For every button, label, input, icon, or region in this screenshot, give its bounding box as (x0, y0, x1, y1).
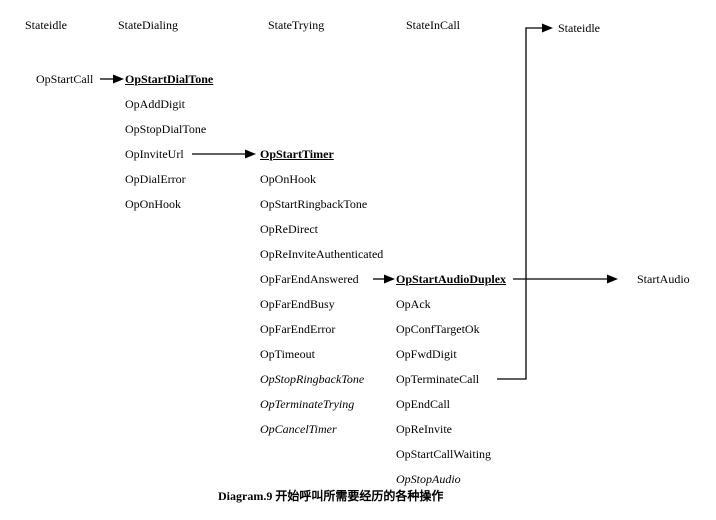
op-on-hook-dialing: OpOnHook (125, 197, 181, 211)
op-add-digit: OpAddDigit (125, 97, 185, 111)
op-dial-error: OpDialError (125, 172, 186, 186)
op-reinvite: OpReInvite (396, 422, 452, 436)
op-start-call-waiting: OpStartCallWaiting (396, 447, 492, 461)
op-start-dial-tone: OpStartDialTone (125, 72, 214, 86)
op-end-call: OpEndCall (396, 397, 450, 411)
state-header-dialing: StateDialing (118, 18, 178, 32)
op-ack: OpAck (396, 297, 431, 311)
op-start-timer: OpStartTimer (260, 147, 334, 161)
state-header-trying: StateTrying (268, 18, 325, 32)
op-terminate-call: OpTerminateCall (396, 372, 480, 386)
op-cancel-timer: OpCancelTimer (260, 422, 337, 436)
result-start-audio: StartAudio (637, 272, 690, 286)
op-far-end-error: OpFarEndError (260, 322, 336, 336)
op-timeout: OpTimeout (260, 347, 315, 361)
diagram-caption: Diagram.9 开始呼叫所需要经历的各种操作 (218, 489, 444, 503)
op-start-ringback-tone: OpStartRingbackTone (260, 197, 368, 211)
arrow-opinviteurl-to-opstarttimer (192, 149, 256, 159)
state-header-idle-final: Stateidle (558, 21, 600, 35)
op-start-audio-duplex: OpStartAudioDuplex (396, 272, 507, 286)
op-terminate-trying: OpTerminateTrying (260, 397, 355, 411)
arrow-opstartcall-to-opstartdialtone (100, 74, 124, 84)
op-stop-audio: OpStopAudio (396, 472, 461, 486)
op-far-end-answered: OpFarEndAnswered (260, 272, 359, 286)
op-conf-target-ok: OpConfTargetOk (396, 322, 480, 336)
op-redirect: OpReDirect (260, 222, 318, 236)
op-reinvite-authenticated: OpReInviteAuthenticated (260, 247, 384, 261)
arrow-opstartaudioduplex-to-startaudio (513, 274, 618, 284)
op-stop-ringback-tone: OpStopRingbackTone (260, 372, 365, 386)
op-stop-dial-tone: OpStopDialTone (125, 122, 207, 136)
op-on-hook-trying: OpOnHook (260, 172, 316, 186)
op-start-call: OpStartCall (36, 72, 94, 86)
arrow-opfarendanswered-to-opstartaudioduplex (373, 274, 395, 284)
arrow-opterminatecall-to-stateidle (497, 23, 553, 380)
state-header-incall: StateInCall (406, 18, 460, 32)
op-fwd-digit: OpFwdDigit (396, 347, 457, 361)
state-header-idle: Stateidle (25, 18, 67, 32)
op-invite-url: OpInviteUrl (125, 147, 184, 161)
op-far-end-busy: OpFarEndBusy (260, 297, 335, 311)
